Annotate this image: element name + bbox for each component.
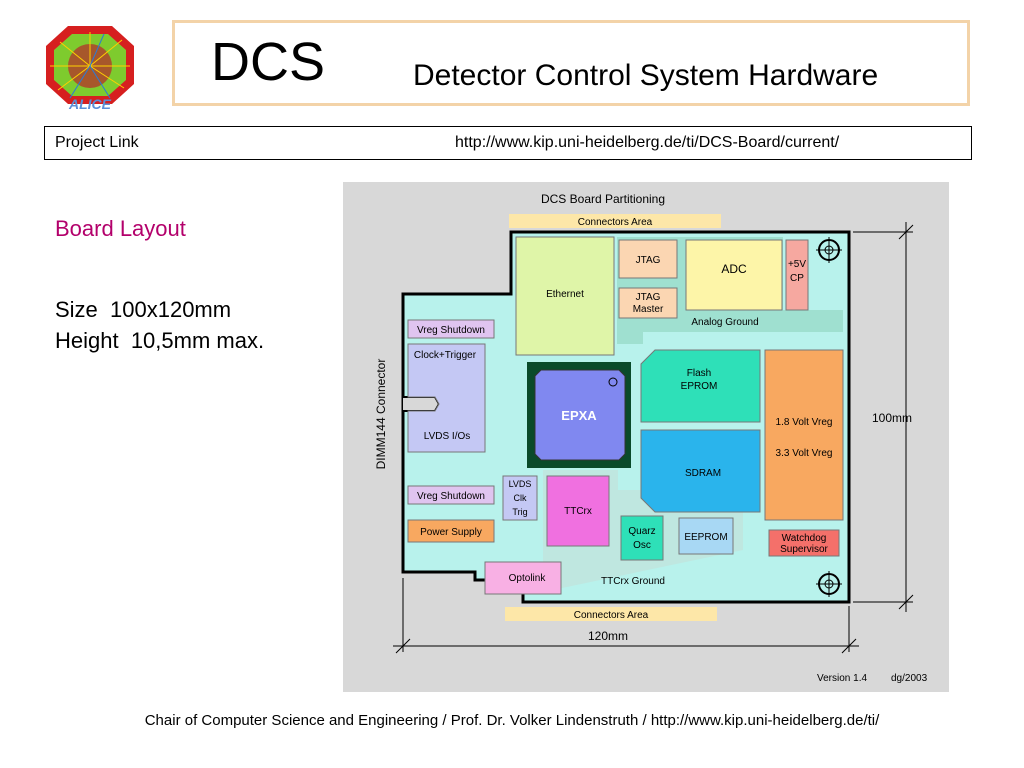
watchdog-block (768, 529, 840, 557)
lvds-clk-trig-label-2: Clk (514, 493, 527, 503)
ethernet-block (515, 236, 615, 356)
eeprom-label: EEPROM (684, 532, 727, 543)
diagram-title: DCS Board Partitioning (541, 192, 665, 206)
version-label: Version 1.4 (817, 673, 867, 684)
osc-label: Osc (633, 540, 651, 551)
project-link-label: Project Link (55, 134, 139, 151)
quarz-label: Quarz (628, 526, 655, 537)
plus5v-label: +5V (788, 259, 806, 270)
mounting-hole-bottom-icon (816, 571, 842, 597)
lvds-clk-trig-label-1: LVDS (509, 479, 532, 489)
dimm-notch (403, 396, 441, 412)
clock-trigger-label: Clock+Trigger (414, 350, 477, 361)
adc-block (685, 239, 783, 311)
supervisor-label: Supervisor (780, 544, 828, 555)
height-dimension-lines (853, 222, 914, 612)
board-diagram: DCS Board Partitioning Connectors Area C… (343, 182, 949, 692)
connectors-area-top (509, 214, 721, 228)
ttcrx-block (546, 475, 610, 547)
lvds-clk-trig-label-3: Trig (512, 507, 527, 517)
cp-label: CP (790, 273, 804, 284)
epxa-block (534, 369, 626, 461)
vreg-shutdown-top-label: Vreg Shutdown (417, 325, 485, 336)
height-spec: Height 10,5mm max. (55, 328, 265, 353)
power-supply-block (407, 519, 495, 543)
clock-trigger-block (407, 343, 486, 453)
ttcrx-ground-label: TTCrx Ground (601, 576, 665, 587)
project-link-bar: Project Link http://www.kip.uni-heidelbe… (44, 126, 972, 160)
jtag-master-block (618, 287, 678, 319)
height-dimension-label: 100mm (872, 411, 912, 425)
dimm-connector-label: DIMM144 Connector (374, 359, 388, 470)
flash-label: Flash (687, 368, 711, 379)
board-layout-heading: Board Layout (55, 216, 186, 241)
vreg-shutdown-bottom-label: Vreg Shutdown (417, 491, 485, 502)
jtag-master-label-2: Master (633, 304, 664, 315)
optolink-block (484, 561, 562, 595)
footer: Chair of Computer Science and Engineerin… (144, 712, 880, 729)
page-title: DCS (211, 32, 326, 92)
author-label: dg/2003 (891, 673, 928, 684)
watchdog-label: Watchdog (782, 533, 827, 544)
sdram-block (640, 429, 761, 513)
lvds-ios-label: LVDS I/Os (424, 431, 471, 442)
lvds-clk-trig-block (502, 475, 538, 521)
vreg-1-8-label: 1.8 Volt Vreg (776, 417, 833, 428)
epxa-label: EPXA (561, 408, 597, 423)
alice-logo-graphic: ALICE (46, 26, 134, 112)
ttcrx-label: TTCrx (564, 506, 592, 517)
mounting-hole-top-icon (816, 237, 842, 263)
vreg-3-3-label: 3.3 Volt Vreg (776, 448, 833, 459)
logo-text: ALICE (68, 96, 112, 112)
ethernet-label: Ethernet (546, 289, 584, 300)
adc-label: ADC (721, 262, 747, 276)
epxa-pin1-marker (608, 377, 618, 387)
width-dimension-lines (393, 578, 859, 654)
jtag-label: JTAG (636, 255, 661, 266)
optolink-label: Optolink (509, 573, 547, 584)
eprom-label: EPROM (681, 381, 718, 392)
analog-ground-label: Analog Ground (691, 317, 758, 328)
jtag-block (618, 239, 678, 279)
page-subtitle: Detector Control System Hardware (413, 59, 879, 92)
vreg-shutdown-top-block (407, 319, 495, 339)
project-link-url[interactable]: http://www.kip.uni-heidelberg.de/ti/DCS-… (455, 134, 840, 151)
width-dimension-label: 120mm (588, 629, 628, 643)
connectors-area-bottom-label: Connectors Area (574, 610, 649, 621)
quarz-osc-block (620, 515, 664, 561)
connectors-area-top-label: Connectors Area (578, 217, 653, 228)
jtag-master-label-1: JTAG (636, 292, 661, 303)
board-diagram-svg: DCS Board Partitioning Connectors Area C… (343, 182, 949, 692)
vreg-block (764, 349, 844, 521)
sdram-label: SDRAM (685, 468, 721, 479)
power-supply-label: Power Supply (420, 527, 482, 538)
vreg-shutdown-bottom-block (407, 485, 495, 505)
alice-logo: ALICE (40, 22, 140, 112)
flash-eprom-block (640, 349, 761, 423)
size-spec: Size 100x120mm (55, 297, 232, 322)
eeprom-block (678, 517, 734, 555)
plus5v-cp-block (785, 239, 809, 311)
connectors-area-bottom (505, 607, 717, 621)
title-box: DCS Detector Control System Hardware (172, 20, 970, 106)
